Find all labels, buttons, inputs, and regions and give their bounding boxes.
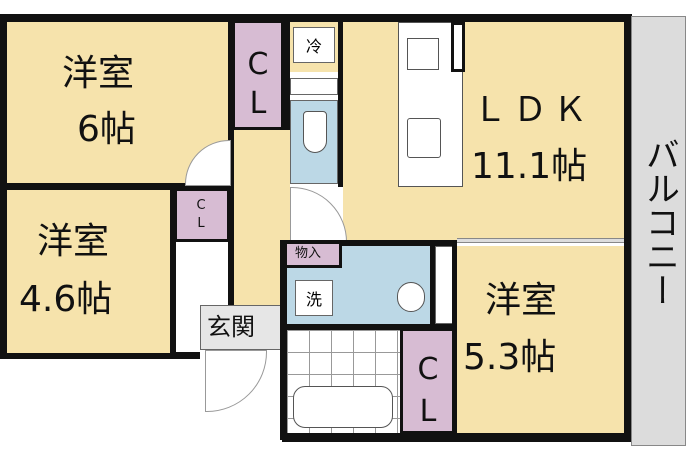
wall (430, 240, 435, 330)
outer-wall-left (0, 14, 7, 359)
wall (284, 22, 290, 187)
washbasin-icon (397, 282, 425, 312)
room-size: 6帖 (77, 109, 136, 150)
bathroom (287, 330, 401, 433)
sink-icon (407, 118, 441, 158)
washroom: 洗 (287, 268, 432, 326)
room-western-53: 洋室 5.3帖 (457, 246, 624, 433)
wall (287, 324, 452, 330)
pipe-shaft (435, 246, 453, 324)
storage-label: 物入 (295, 246, 322, 261)
wall (280, 240, 287, 440)
room-name: 洋室 (62, 53, 135, 94)
fridge-space: 冷 (290, 22, 340, 72)
outer-wall-bottom-left (0, 352, 200, 359)
room-western-46: 洋室 4.6帖 (7, 190, 175, 353)
room-size: 11.1帖 (471, 146, 588, 187)
room-size: 5.3帖 (463, 337, 557, 378)
washroom-upper (342, 246, 432, 268)
room-name: 洋室 (485, 280, 558, 321)
pipe-shaft (290, 78, 338, 95)
closet-bottom: C L (400, 328, 455, 434)
wall (287, 240, 457, 246)
balcony-label: バルコニー (639, 137, 680, 307)
wall (228, 22, 234, 362)
wall (170, 190, 176, 355)
outer-wall-top (0, 14, 632, 22)
closet-label: C L (196, 198, 206, 232)
sliding-partition (457, 238, 624, 243)
room-ldk: ＬＤＫ 11.1帖 (343, 22, 624, 242)
fridge-label: 冷 (293, 27, 335, 63)
refrigerator-wall (451, 22, 465, 72)
closet-top: C L (232, 20, 284, 130)
toilet-icon (303, 111, 327, 153)
balcony: バルコニー (631, 16, 686, 446)
closet-label: C L (247, 47, 269, 121)
storage: 物入 (287, 244, 342, 268)
entrance-door[interactable] (205, 350, 267, 412)
room-western-6: 洋室 6帖 (7, 22, 229, 184)
toilet-room (290, 100, 338, 184)
stove-icon (407, 38, 439, 70)
washer-label: 洗 (295, 280, 333, 316)
room-name: ＬＤＫ (473, 90, 593, 130)
closet-small: C L (174, 188, 230, 242)
room-name: 洋室 (37, 221, 110, 262)
outer-wall-bottom (282, 432, 632, 442)
door-swing (290, 187, 347, 244)
bathtub-icon (293, 386, 393, 428)
room-size: 4.6帖 (19, 279, 113, 320)
entrance: 玄関 (200, 305, 282, 350)
kitchen-counter (398, 22, 463, 187)
wall (338, 22, 343, 187)
closet-label: C L (417, 352, 439, 429)
entrance-label: 玄関 (207, 313, 255, 341)
wall (7, 183, 232, 190)
outer-wall-right (624, 14, 631, 442)
